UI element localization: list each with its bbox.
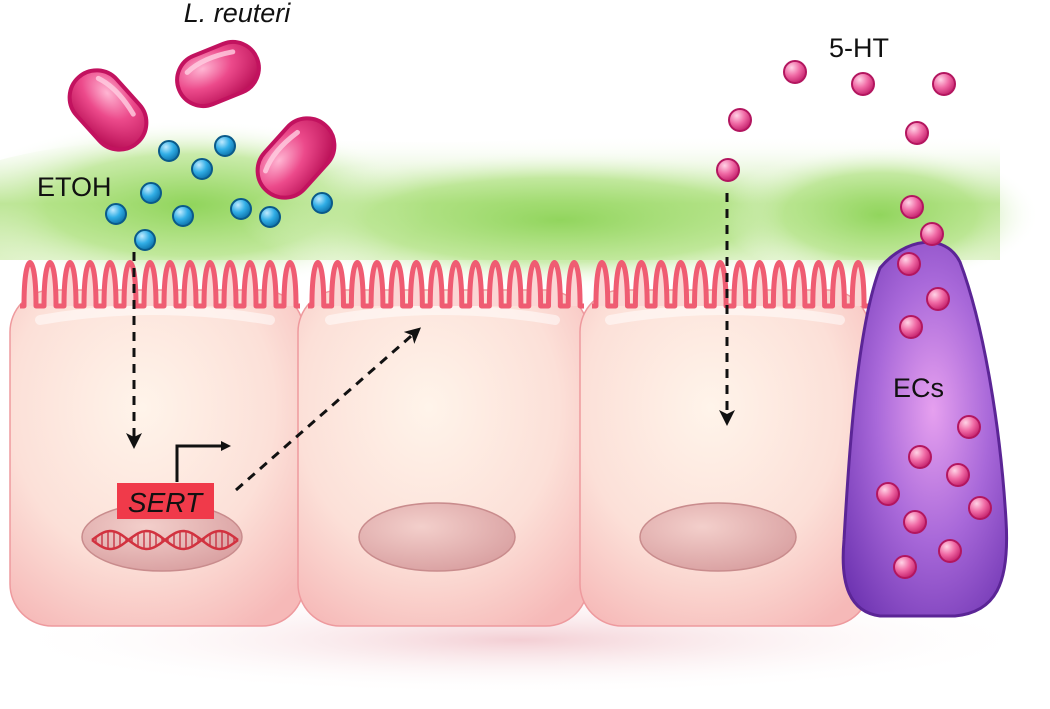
sert-gene-box bbox=[117, 483, 214, 519]
dna-strand bbox=[91, 529, 239, 551]
epithelial-cell-1 bbox=[9, 289, 305, 627]
etoh-molecule-icon bbox=[214, 135, 236, 157]
etoh-molecule-icon bbox=[105, 203, 127, 225]
etoh-molecule-icon bbox=[140, 182, 162, 204]
serotonin-molecule-icon bbox=[926, 287, 950, 311]
serotonin-molecule-icon bbox=[903, 510, 927, 534]
enterochromaffin-cell bbox=[841, 240, 1009, 618]
etoh-molecule-icon bbox=[172, 205, 194, 227]
etoh-molecule-icon bbox=[230, 198, 252, 220]
serotonin-molecule-icon bbox=[938, 539, 962, 563]
serotonin-molecule-icon bbox=[908, 445, 932, 469]
sert-gene-label: SERT bbox=[128, 487, 204, 518]
l-reuteri-label: L. reuteri bbox=[184, 0, 292, 28]
nucleus-cell-3 bbox=[639, 502, 797, 572]
epithelial-cell-2 bbox=[297, 289, 589, 627]
serotonin-molecule-icon bbox=[897, 252, 921, 276]
serotonin-molecule-icon bbox=[851, 72, 875, 96]
serotonin-molecule-icon bbox=[716, 158, 740, 182]
etoh-molecule-icon bbox=[134, 229, 156, 251]
dna-helix-icon bbox=[91, 529, 239, 551]
l-reuteri-bacterium-icon bbox=[67, 68, 149, 152]
microvilli-brush-border bbox=[20, 260, 868, 309]
ec-cells-label: ECs bbox=[893, 373, 944, 403]
serotonin-molecule-icon bbox=[893, 555, 917, 579]
serotonin-molecule-icon bbox=[957, 415, 981, 439]
serotonin-label: 5-HT bbox=[829, 33, 889, 63]
serotonin-molecule-icon bbox=[728, 108, 752, 132]
microvilli-segment bbox=[308, 260, 584, 309]
etoh-molecule-icon bbox=[311, 192, 333, 214]
serotonin-molecule-icon bbox=[968, 496, 992, 520]
transcription-start-arrow-icon bbox=[175, 441, 231, 482]
serotonin-molecule-icon bbox=[905, 121, 929, 145]
sert-to-membrane-arrow bbox=[235, 327, 422, 492]
serotonin-molecule-icon bbox=[783, 60, 807, 84]
serotonin-molecule-icon bbox=[920, 222, 944, 246]
l-reuteri-bacterium-icon bbox=[255, 116, 337, 200]
serotonin-molecule-icon bbox=[932, 72, 956, 96]
etoh-molecule-icon bbox=[259, 206, 281, 228]
epithelial-cell-3 bbox=[579, 289, 871, 627]
microvilli-segment bbox=[20, 260, 300, 309]
serotonin-molecules bbox=[716, 60, 992, 579]
etoh-molecule-icon bbox=[191, 158, 213, 180]
microvilli-segment bbox=[592, 260, 868, 309]
etoh-molecule-icon bbox=[158, 140, 180, 162]
serotonin-molecule-icon bbox=[876, 482, 900, 506]
serotonin-molecule-icon bbox=[946, 463, 970, 487]
serotonin-molecule-icon bbox=[899, 315, 923, 339]
etoh-label: ETOH bbox=[37, 172, 112, 202]
nucleus-cell-2 bbox=[358, 502, 516, 572]
serotonin-molecule-icon bbox=[900, 195, 924, 219]
etoh-molecules bbox=[105, 135, 333, 251]
l-reuteri-bacterium-icon bbox=[175, 40, 261, 108]
